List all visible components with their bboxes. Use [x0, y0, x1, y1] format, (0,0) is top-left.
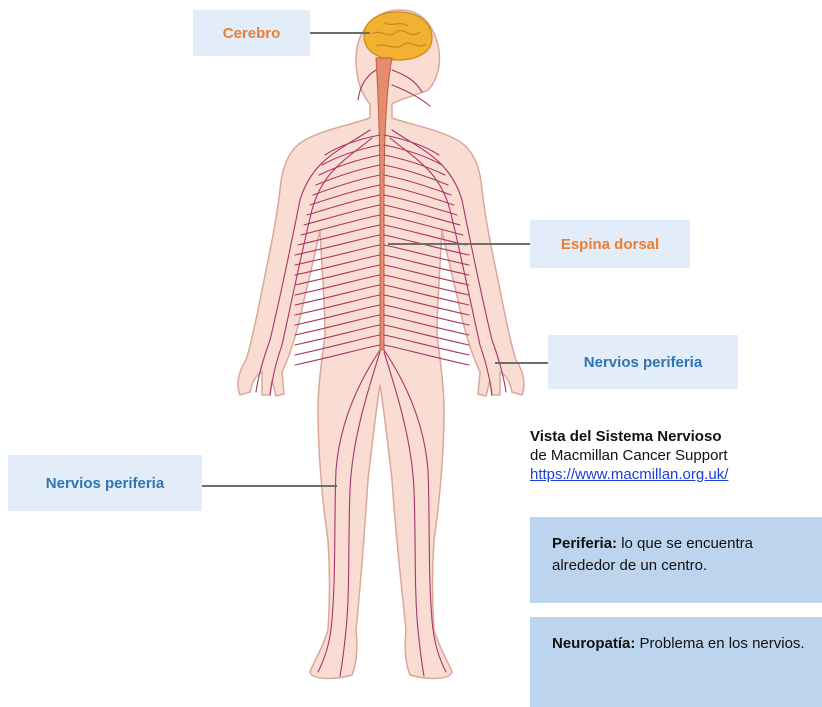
label-espina-dorsal: Espina dorsal — [530, 220, 690, 268]
connector-cerebro — [310, 32, 370, 34]
definition-term: Periferia: — [552, 535, 617, 552]
brain-shape — [364, 12, 432, 60]
definition-periferia: Periferia: lo que se encuentra alrededor… — [530, 517, 822, 603]
connector-nervios-periferia-left — [202, 485, 337, 487]
definition-term: Neuropatía: — [552, 635, 635, 652]
figure-caption: Vista del Sistema Nervioso de Macmillan … — [530, 427, 815, 484]
connector-nervios-periferia-right — [495, 362, 548, 364]
human-body-back-view — [238, 10, 524, 678]
caption-credit: de Macmillan Cancer Support — [530, 446, 815, 465]
label-nervios-periferia-right: Nervios periferia — [548, 335, 738, 389]
label-nervios-periferia-left: Nervios periferia — [8, 455, 202, 511]
label-cerebro: Cerebro — [193, 10, 310, 56]
macmillan-link[interactable]: https://www.macmillan.org.uk/ — [530, 466, 728, 483]
caption-title: Vista del Sistema Nervioso — [530, 427, 815, 446]
definition-text: Problema en los nervios. — [635, 635, 804, 652]
connector-espina-dorsal — [388, 243, 530, 245]
definition-neuropatia: Neuropatía: Problema en los nervios. — [530, 617, 822, 707]
